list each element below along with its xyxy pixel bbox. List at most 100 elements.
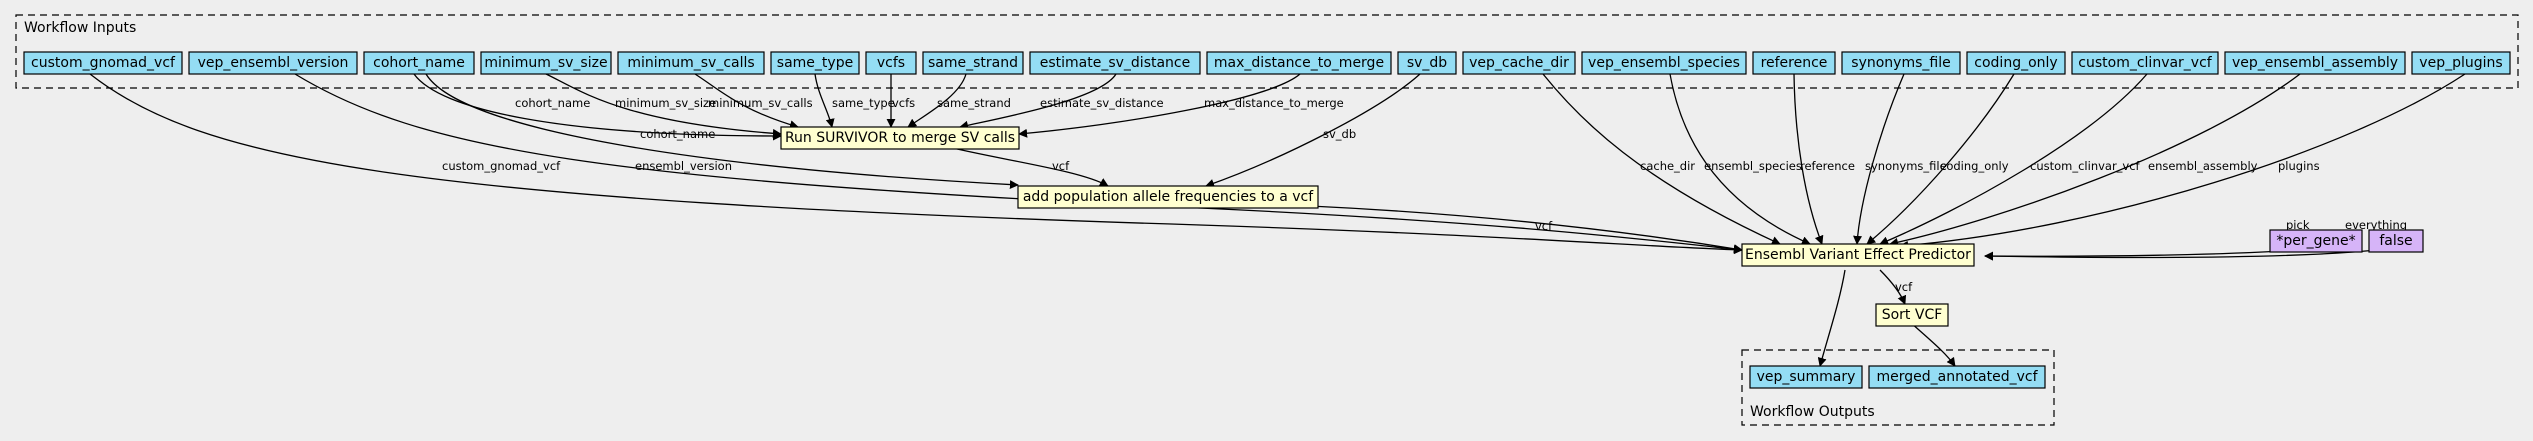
svg-text:false: false <box>2379 233 2412 249</box>
svg-text:reference: reference <box>1761 55 1828 71</box>
edge-label: ensembl_version <box>635 159 732 173</box>
svg-text:vep_ensembl_assembly: vep_ensembl_assembly <box>2232 55 2398 71</box>
edge-max-distance-to-merge <box>1018 73 1301 138</box>
edge-label: custom_clinvar_vcf <box>2030 159 2141 173</box>
input-node-same-type[interactable]: same_type <box>770 51 860 75</box>
edge-custom-gnomad-vcf <box>89 73 1743 255</box>
edge-label: cohort_name <box>515 96 590 110</box>
input-node-vep-ensembl-assembly[interactable]: vep_ensembl_assembly <box>2224 51 2406 75</box>
edges <box>89 73 2466 367</box>
edge-synonyms-file <box>1853 73 1905 245</box>
workflow-outputs-cluster: Workflow Outputs <box>1741 349 2055 426</box>
input-nodes: custom_gnomad_vcf vep_ensembl_version co… <box>23 51 2511 75</box>
edge-label: cache_dir <box>1640 159 1695 173</box>
constant-nodes: *per_gene* false <box>2269 229 2424 253</box>
workflow-outputs-label: Workflow Outputs <box>1750 404 1875 420</box>
edge-sv-db <box>1205 73 1421 188</box>
input-node-custom-gnomad-vcf[interactable]: custom_gnomad_vcf <box>23 51 183 75</box>
svg-text:estimate_sv_distance: estimate_sv_distance <box>1040 55 1191 71</box>
step-node-sort-vcf[interactable]: Sort VCF <box>1875 303 1949 327</box>
edge-label: coding_only <box>1940 159 2009 173</box>
svg-text:same_type: same_type <box>777 55 853 71</box>
const-node-per-gene[interactable]: *per_gene* <box>2269 229 2363 253</box>
edge-label: same_type <box>832 96 895 110</box>
edge-vcf-vep-sort <box>1879 269 1907 305</box>
edge-vcf-add-af-vep <box>1309 205 1743 254</box>
input-node-custom-clinvar-vcf[interactable]: custom_clinvar_vcf <box>2071 51 2219 75</box>
edge-estimate-sv-distance <box>959 73 1117 130</box>
edge-labels: cohort_name minimum_sv_size minimum_sv_c… <box>442 96 2407 294</box>
edge-label: ensembl_species <box>1704 159 1802 173</box>
edge-label: vcf <box>1535 219 1553 233</box>
input-node-vep-ensembl-version[interactable]: vep_ensembl_version <box>188 51 358 75</box>
edge-minimum-sv-size <box>545 73 782 138</box>
edge-plugins <box>1899 73 2466 250</box>
edge-cohort-name-survivor <box>413 73 782 141</box>
edge-label: pick <box>2286 218 2310 232</box>
step-node-add-allele-frequencies[interactable]: add population allele frequencies to a v… <box>1017 185 1319 209</box>
edge-vep-summary <box>1817 269 1846 367</box>
svg-text:vcfs: vcfs <box>877 55 905 71</box>
step-node-survivor[interactable]: Run SURVIVOR to merge SV calls <box>780 126 1020 150</box>
edge-custom-clinvar-vcf <box>1879 73 2148 245</box>
svg-text:coding_only: coding_only <box>1974 55 2057 71</box>
input-node-vcfs[interactable]: vcfs <box>865 51 917 75</box>
input-node-minimum-sv-size[interactable]: minimum_sv_size <box>480 51 612 75</box>
svg-text:custom_clinvar_vcf: custom_clinvar_vcf <box>2078 55 2213 71</box>
workflow-inputs-label: Workflow Inputs <box>24 20 136 36</box>
edge-cache-dir <box>1542 73 1781 245</box>
svg-text:vep_plugins: vep_plugins <box>2419 55 2502 71</box>
input-node-synonyms-file[interactable]: synonyms_file <box>1841 51 1961 75</box>
edge-same-type <box>814 73 835 128</box>
edge-ensembl-assembly <box>1889 73 2301 247</box>
svg-text:synonyms_file: synonyms_file <box>1851 55 1950 71</box>
svg-text:*per_gene*: *per_gene* <box>2276 233 2355 249</box>
svg-text:same_strand: same_strand <box>928 55 1018 71</box>
svg-text:Sort VCF: Sort VCF <box>1882 307 1943 323</box>
edge-same-strand <box>907 73 967 128</box>
step-node-vep[interactable]: Ensembl Variant Effect Predictor <box>1741 243 1975 267</box>
svg-text:vep_summary: vep_summary <box>1757 369 1856 385</box>
input-node-vep-plugins[interactable]: vep_plugins <box>2411 51 2511 75</box>
input-node-reference[interactable]: reference <box>1752 51 1836 75</box>
svg-text:cohort_name: cohort_name <box>373 55 465 71</box>
input-node-vep-ensembl-species[interactable]: vep_ensembl_species <box>1581 51 1747 75</box>
edge-ensembl-species <box>1669 73 1811 245</box>
svg-text:merged_annotated_vcf: merged_annotated_vcf <box>1876 369 2038 385</box>
workflow-inputs-cluster: Workflow Inputs <box>15 14 2519 89</box>
edge-label: ensembl_assembly <box>2148 159 2258 173</box>
svg-text:max_distance_to_merge: max_distance_to_merge <box>1214 55 1384 71</box>
edge-label: plugins <box>2278 159 2320 173</box>
edge-minimum-sv-calls <box>694 73 799 130</box>
output-node-merged-annotated-vcf[interactable]: merged_annotated_vcf <box>1868 365 2046 389</box>
input-node-coding-only[interactable]: coding_only <box>1966 51 2066 75</box>
edge-label: vcfs <box>892 96 915 110</box>
edge-label: reference <box>1800 159 1855 173</box>
svg-text:Ensembl Variant Effect Predict: Ensembl Variant Effect Predictor <box>1745 247 1971 263</box>
edge-vcf-survivor-add-af <box>939 144 1109 187</box>
edge-label: minimum_sv_size <box>615 96 716 110</box>
edge-label: estimate_sv_distance <box>1040 96 1164 110</box>
svg-text:minimum_sv_calls: minimum_sv_calls <box>627 55 754 71</box>
input-node-minimum-sv-calls[interactable]: minimum_sv_calls <box>617 51 765 75</box>
svg-text:sv_db: sv_db <box>1407 55 1447 71</box>
step-nodes: Run SURVIVOR to merge SV calls add popul… <box>780 126 1975 327</box>
input-node-sv-db[interactable]: sv_db <box>1397 51 1457 75</box>
output-nodes: vep_summary merged_annotated_vcf <box>1749 365 2046 389</box>
svg-text:vep_cache_dir: vep_cache_dir <box>1469 55 1569 71</box>
svg-text:custom_gnomad_vcf: custom_gnomad_vcf <box>31 55 176 71</box>
input-node-vep-cache-dir[interactable]: vep_cache_dir <box>1462 51 1576 75</box>
edge-label: vcf <box>1052 159 1070 173</box>
input-node-same-strand[interactable]: same_strand <box>922 51 1024 75</box>
edge-label: minimum_sv_calls <box>708 96 813 110</box>
input-node-max-distance-to-merge[interactable]: max_distance_to_merge <box>1206 51 1392 75</box>
input-node-estimate-sv-distance[interactable]: estimate_sv_distance <box>1029 51 1201 75</box>
edge-label: synonyms_file <box>1865 159 1947 173</box>
svg-text:minimum_sv_size: minimum_sv_size <box>484 55 607 71</box>
edge-coding-only <box>1866 73 2015 245</box>
output-node-vep-summary[interactable]: vep_summary <box>1749 365 1863 389</box>
const-node-false[interactable]: false <box>2368 229 2424 253</box>
input-node-cohort-name[interactable]: cohort_name <box>363 51 475 75</box>
